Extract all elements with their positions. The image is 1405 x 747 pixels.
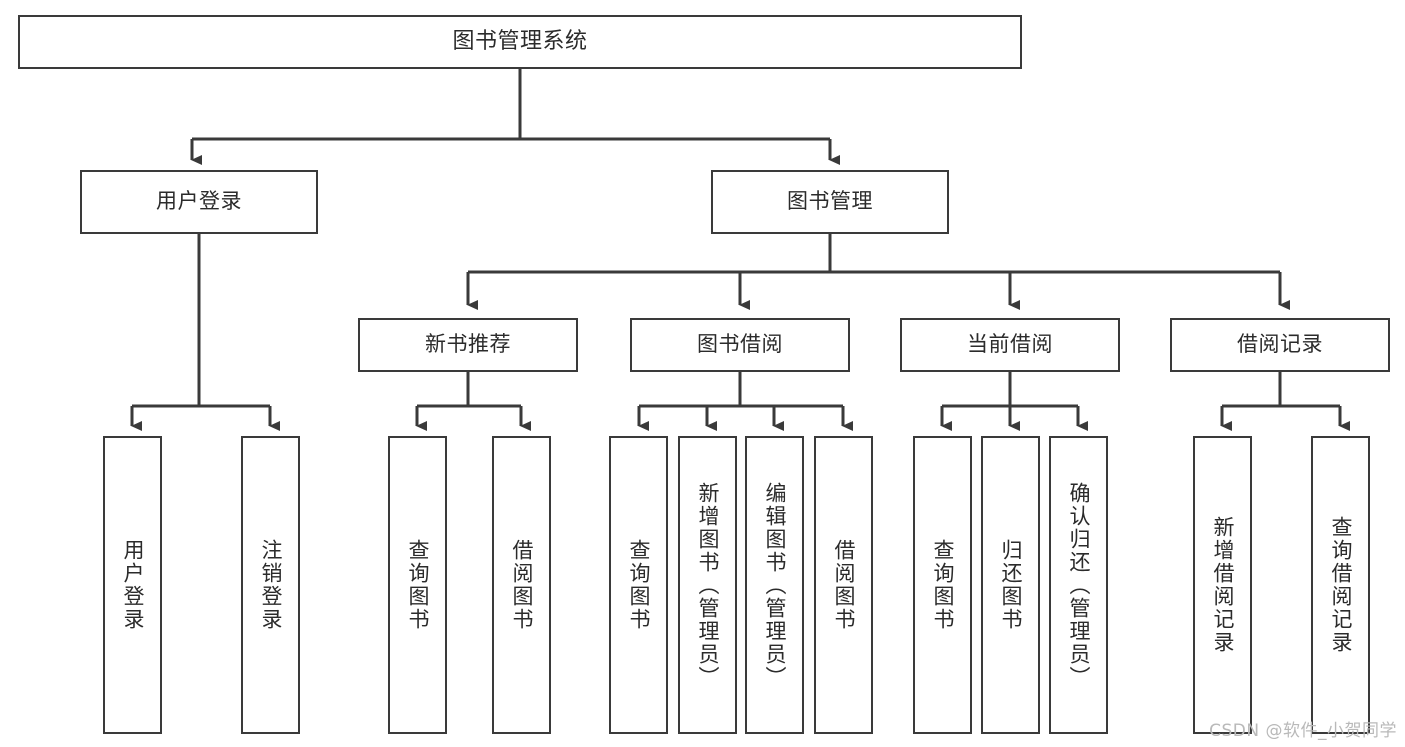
leaf-label: 查询图书: [931, 539, 955, 631]
node-current-borrow[interactable]: 当前借阅: [900, 318, 1120, 372]
node-user-login[interactable]: 用户登录: [80, 170, 318, 234]
leaf-label: 新增借阅记录: [1211, 516, 1235, 654]
leaf-label: 编辑图书（管理员）: [763, 481, 787, 689]
leaf-label: 查询图书: [627, 539, 651, 631]
leaf-current-borrow-confirm[interactable]: 确认归还（管理员）: [1049, 436, 1108, 734]
node-root-system[interactable]: 图书管理系统: [18, 15, 1022, 69]
watermark-text: CSDN @软件_小贺同学: [1209, 721, 1397, 741]
leaf-current-borrow-return[interactable]: 归还图书: [981, 436, 1040, 734]
leaf-user-login-logout[interactable]: 注销登录: [241, 436, 300, 734]
leaf-label: 借阅图书: [832, 539, 856, 631]
node-book-borrow[interactable]: 图书借阅: [630, 318, 850, 372]
leaf-record-query[interactable]: 查询借阅记录: [1311, 436, 1370, 734]
leaf-book-borrow-edit[interactable]: 编辑图书（管理员）: [745, 436, 804, 734]
leaf-label: 用户登录: [121, 539, 145, 631]
leaf-label: 借阅图书: [510, 539, 534, 631]
leaf-book-borrow-add[interactable]: 新增图书（管理员）: [678, 436, 737, 734]
leaf-label: 确认归还（管理员）: [1067, 481, 1091, 689]
leaf-book-borrow-query[interactable]: 查询图书: [609, 436, 668, 734]
leaf-new-book-query[interactable]: 查询图书: [388, 436, 447, 734]
leaf-book-borrow-borrow[interactable]: 借阅图书: [814, 436, 873, 734]
leaf-current-borrow-query[interactable]: 查询图书: [913, 436, 972, 734]
leaf-user-login-login[interactable]: 用户登录: [103, 436, 162, 734]
leaf-label: 查询借阅记录: [1329, 516, 1353, 654]
leaf-label: 查询图书: [406, 539, 430, 631]
leaf-label: 注销登录: [259, 539, 283, 631]
leaf-label: 新增图书（管理员）: [696, 481, 720, 689]
leaf-record-add[interactable]: 新增借阅记录: [1193, 436, 1252, 734]
node-book-management[interactable]: 图书管理: [711, 170, 949, 234]
node-borrow-record[interactable]: 借阅记录: [1170, 318, 1390, 372]
node-new-book-recommend[interactable]: 新书推荐: [358, 318, 578, 372]
leaf-new-book-borrow[interactable]: 借阅图书: [492, 436, 551, 734]
leaf-label: 归还图书: [999, 539, 1023, 631]
